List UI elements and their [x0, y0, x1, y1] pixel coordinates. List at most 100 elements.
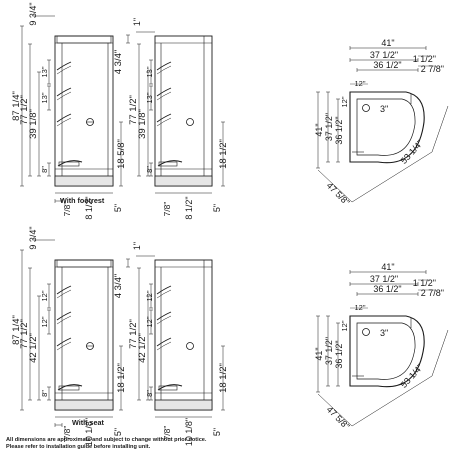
outline-path	[356, 98, 416, 156]
vertical-dimension-label: 8 1/2"	[184, 196, 194, 219]
outline-rect	[154, 35, 213, 187]
vertical-dimension-label: 7/8"	[162, 426, 172, 441]
horizontal-dimension-label: 2 7/8"	[421, 288, 444, 298]
outline-path	[156, 289, 172, 299]
outline-line	[351, 151, 433, 203]
vertical-dimension-label: 10 1/8"	[184, 418, 194, 446]
vertical-dimension-label: 36 1/2"	[334, 116, 344, 144]
outline-line	[431, 329, 449, 377]
vertical-dimension-label: 1"	[132, 18, 142, 26]
outline-path	[57, 384, 83, 391]
vertical-dimension-label: 42 1/2"	[28, 333, 39, 363]
drain-icon	[362, 328, 370, 336]
vertical-dimension-label: 5"	[113, 204, 123, 212]
horizontal-dimension-label: 1 1/2"	[413, 278, 436, 288]
vertical-dimension-label: 10 1/8"	[84, 418, 94, 446]
vertical-dimension-label: 9 3/4"	[28, 2, 38, 25]
faucet-icon	[186, 342, 194, 350]
vertical-dimension-label: 13"	[40, 92, 49, 103]
plan-view-1: 41"37 1/2"36 1/2"1 1/2"2 7/8"12"41"37 1/…	[314, 38, 449, 207]
vertical-dimension-label: 18 1/2"	[218, 363, 229, 393]
vertical-dimension-label: 4 3/4"	[113, 50, 124, 75]
outline-line	[431, 105, 449, 153]
outline-rect	[58, 161, 80, 167]
horizontal-dimension-label: 12"	[354, 79, 365, 88]
disclaimer-note: All dimensions are approximate and subje…	[6, 437, 207, 443]
vertical-dimension-label: 7/8"	[62, 426, 72, 441]
outline-path	[156, 315, 172, 325]
outline-rect	[54, 399, 114, 411]
vertical-dimension-label: 5"	[113, 428, 123, 436]
outline-line	[317, 393, 353, 427]
outline-path	[57, 160, 83, 167]
outline-path	[356, 322, 416, 380]
outline-path	[156, 91, 172, 101]
vertical-dimension-label: 7/8"	[62, 202, 72, 217]
outline-rect	[154, 259, 213, 411]
outline-rect	[54, 35, 114, 187]
outline-line	[351, 375, 433, 427]
vertical-dimension-label: 13"	[40, 66, 49, 77]
vertical-dimension-label: 77 1/2"	[128, 95, 139, 125]
outline-line	[317, 169, 353, 203]
vertical-dimension-label: 37 1/2"	[324, 113, 334, 141]
vertical-dimension-label: 5"	[212, 204, 222, 212]
horizontal-dimension-label: 36 1/2"	[373, 284, 401, 294]
outline-rect	[154, 399, 213, 411]
outline-path	[349, 315, 425, 388]
horizontal-dimension-label: 1 1/2"	[413, 54, 436, 64]
horizontal-dimension-label: 2 7/8"	[421, 64, 444, 74]
horizontal-dimension-label: 37 1/2"	[370, 50, 398, 60]
outline-path	[157, 160, 183, 167]
vertical-dimension-label: 8"	[40, 390, 49, 397]
outline-path	[56, 289, 72, 299]
vertical-dimension-label: 87 1/4"	[11, 315, 22, 345]
outline-path	[56, 61, 72, 71]
vertical-dimension-label: 39 1/8"	[137, 109, 148, 139]
vertical-dimension-label: 8"	[145, 390, 154, 397]
vertical-dimension-label: 87 1/4"	[11, 91, 22, 121]
outline-path	[156, 311, 172, 321]
outline-path	[156, 87, 172, 97]
diagonal-dimension-label: 53 1/4"	[399, 362, 425, 390]
drain-icon	[362, 104, 370, 112]
outline-path	[156, 285, 172, 295]
outline-path	[156, 65, 172, 75]
vertical-dimension-label: 77 1/2"	[128, 319, 139, 349]
faucet-icon	[186, 118, 194, 126]
outline-path	[156, 113, 172, 123]
vertical-dimension-label: 13"	[145, 66, 154, 77]
outline-path	[156, 61, 172, 71]
outline-rect	[154, 175, 213, 187]
outline-rect	[54, 175, 114, 187]
outline-path	[156, 337, 172, 347]
front-elevation-1: 87 1/4"77 1/2"39 1/8"13"13"8"9 3/4"7/8"8…	[11, 2, 130, 220]
outline-rect	[56, 259, 112, 268]
vertical-dimension-label: 12"	[340, 96, 349, 107]
vertical-dimension-label: 8"	[145, 166, 154, 173]
vertical-dimension-label: 41"	[314, 123, 324, 136]
horizontal-dimension-label: 41"	[381, 38, 394, 48]
outline-rect	[158, 385, 178, 391]
front-elevation-2: 87 1/4"77 1/2"42 1/2"12"12"8"9 3/4"7/8"1…	[11, 226, 130, 446]
outline-rect	[158, 161, 178, 167]
caption-with-footrest: With footrest	[60, 196, 105, 205]
vertical-dimension-label: 5"	[212, 428, 222, 436]
outline-path	[156, 117, 172, 127]
outline-path	[349, 91, 425, 164]
horizontal-dimension-label: 36 1/2"	[373, 60, 401, 70]
vertical-dimension-label: 7/8"	[162, 202, 172, 217]
vertical-dimension-label: 12"	[40, 290, 49, 301]
vertical-dimension-label: 41"	[314, 347, 324, 360]
side-elevation-2: 1"4 3/4"77 1/2"42 1/2"12"12"8"7/8"10 1/8…	[113, 242, 229, 446]
outline-path	[56, 117, 72, 127]
vertical-dimension-label: 18 1/2"	[116, 363, 127, 393]
vertical-dimension-label: 18 1/2"	[218, 139, 229, 169]
outline-rect	[56, 35, 112, 44]
vertical-dimension-label: 12"	[145, 290, 154, 301]
outline-path	[56, 315, 72, 325]
vertical-dimension-label: 39 1/8"	[28, 109, 39, 139]
vertical-dimension-label: 37 1/2"	[324, 337, 334, 365]
vertical-dimension-label: 8 1/2"	[84, 196, 94, 219]
outline-path	[157, 384, 183, 391]
